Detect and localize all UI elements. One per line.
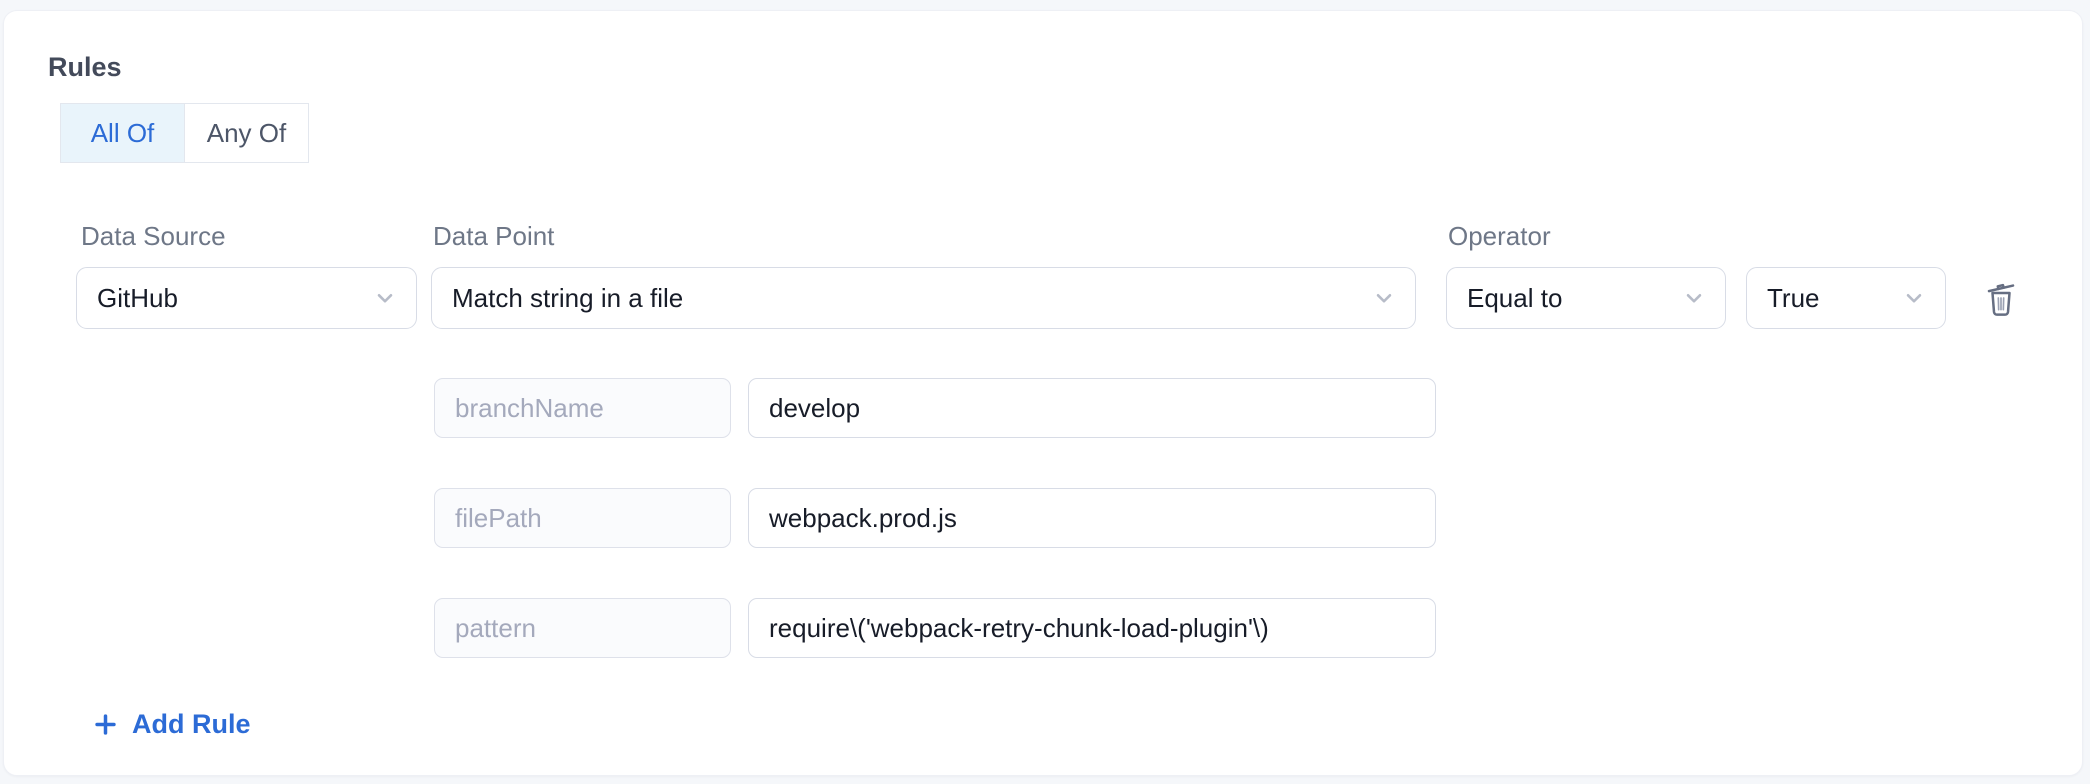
match-mode-any-of[interactable]: Any Of: [184, 103, 309, 163]
data-source-value: GitHub: [97, 282, 178, 313]
section-title: Rules: [48, 52, 122, 82]
add-rule-button[interactable]: Add Rule: [92, 703, 251, 745]
param-value-pattern-input[interactable]: [748, 598, 1436, 658]
chevron-down-icon: [1371, 285, 1397, 311]
rules-card: Rules All Of Any Of Data Source Data Poi…: [3, 10, 2083, 776]
trash-icon: [1987, 283, 2015, 316]
operator-label: Operator: [1448, 221, 1551, 251]
param-key-pattern: pattern: [434, 598, 731, 658]
data-source-label: Data Source: [81, 221, 226, 251]
param-value-filepath-input[interactable]: [748, 488, 1436, 548]
match-mode-toggle: All Of Any Of: [60, 103, 309, 163]
delete-rule-button[interactable]: [1978, 275, 2024, 321]
data-point-value: Match string in a file: [452, 282, 684, 313]
operator-value-value: True: [1767, 282, 1820, 313]
data-point-label: Data Point: [433, 221, 555, 251]
chevron-down-icon: [1901, 285, 1927, 311]
param-key-filepath: filePath: [434, 488, 731, 548]
plus-icon: [95, 713, 116, 735]
chevron-down-icon: [372, 285, 398, 311]
data-point-select[interactable]: Match string in a file: [431, 267, 1416, 329]
param-value-branchname-input[interactable]: [748, 378, 1436, 438]
param-key-branchname: branchName: [434, 378, 731, 438]
chevron-down-icon: [1681, 285, 1707, 311]
operator-value-select[interactable]: True: [1746, 267, 1946, 329]
data-source-select[interactable]: GitHub: [76, 267, 417, 329]
add-rule-label: Add Rule: [132, 708, 251, 739]
operator-value: Equal to: [1467, 282, 1563, 313]
operator-select[interactable]: Equal to: [1446, 267, 1726, 329]
match-mode-all-of[interactable]: All Of: [60, 103, 185, 163]
